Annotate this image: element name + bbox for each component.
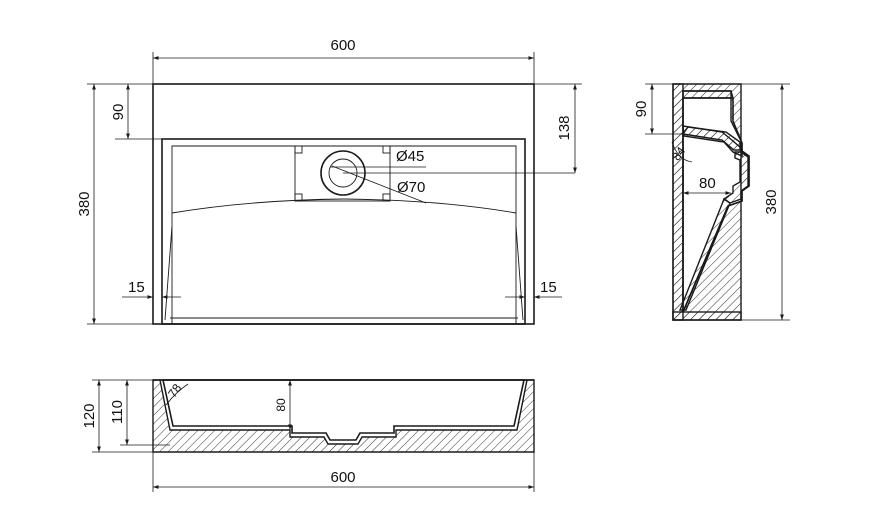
front-view-shell (152, 379, 535, 453)
drain-outer-diameter-label: Ø70 (397, 179, 425, 196)
side-view: 90 84 80 380 (633, 83, 790, 321)
wall-right-label: 15 (540, 279, 557, 296)
drain-inner-diameter-label: Ø45 (396, 148, 424, 165)
top-height-label: 380 (76, 191, 93, 216)
basin-rim (161, 138, 526, 325)
front-view: 120 110 78 80 600 (81, 379, 535, 492)
front-width-label: 600 (330, 469, 355, 486)
top-offset-left-label: 90 (110, 104, 127, 121)
top-width-label: 600 (330, 37, 355, 54)
drain-plate (294, 145, 391, 202)
front-inner-height-label: 110 (109, 400, 126, 424)
wall-left-label: 15 (128, 279, 145, 296)
front-depth-label: 80 (274, 398, 288, 412)
top-view-outline (152, 83, 535, 325)
side-depth-label: 80 (699, 175, 716, 192)
basin-slope-line (171, 198, 517, 214)
front-total-height-label: 120 (81, 403, 98, 428)
top-offset-right-label: 138 (556, 115, 573, 140)
side-height-label: 380 (763, 189, 780, 214)
top-view: Ø45 Ø70 600 90 380 138 15 15 (76, 37, 582, 325)
front-angle-label: 78 (165, 381, 184, 400)
side-offset-label: 90 (633, 101, 650, 118)
